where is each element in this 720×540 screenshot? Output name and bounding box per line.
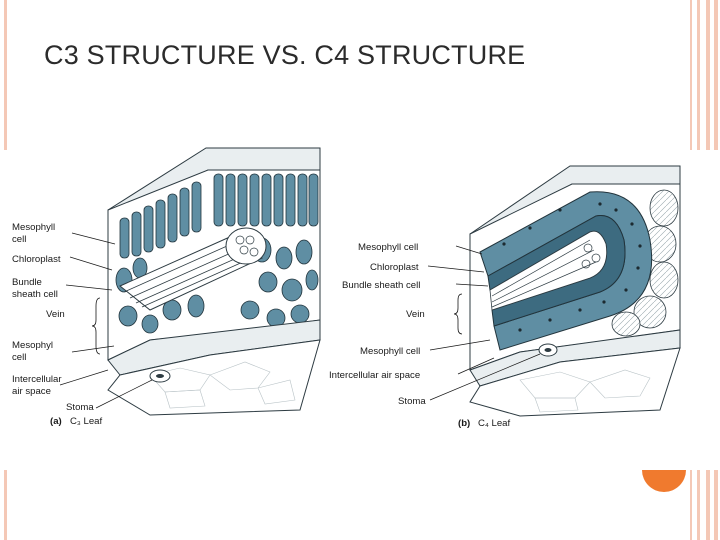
right-border-stripe-7 bbox=[706, 470, 710, 540]
c3-caption-text: C₃ Leaf bbox=[70, 416, 103, 427]
c3-label-mesophyll: Mesophyll bbox=[12, 222, 55, 233]
c3-caption-letter: (a) bbox=[50, 416, 62, 427]
c3-stoma bbox=[149, 369, 171, 383]
c4-floor-surface bbox=[469, 347, 681, 417]
c3-label-mesophyl: Mesophyl bbox=[12, 340, 53, 351]
c3-label-intercellular: Intercellular bbox=[12, 374, 62, 385]
c3-label-bundle: Bundle bbox=[12, 277, 42, 288]
c4-label-bundle-sheath: Bundle sheath cell bbox=[342, 280, 420, 291]
c4-floor-cells bbox=[519, 369, 651, 413]
accent-circle-mask bbox=[640, 430, 690, 470]
c4-label-vein: Vein bbox=[406, 309, 425, 320]
c3-label-vein: Vein bbox=[46, 309, 65, 320]
c4-vein bbox=[489, 230, 608, 311]
c4-label-mesophyll-2: Mesophyll cell bbox=[360, 346, 420, 357]
c3-label-sheath-cell: sheath cell bbox=[12, 289, 58, 300]
right-border-stripe-5 bbox=[690, 470, 692, 540]
c3-label-chloroplast: Chloroplast bbox=[12, 254, 61, 265]
c4-vein-bracket bbox=[453, 293, 463, 335]
right-border-stripe-4 bbox=[714, 0, 718, 150]
c4-label-mesophyll: Mesophyll cell bbox=[358, 242, 418, 253]
c3-label-stoma: Stoma bbox=[66, 402, 94, 413]
c4-caption-letter: (b) bbox=[458, 418, 470, 429]
c3-leaf-diagram: Mesophyll cell Chloroplast Bundle sheath… bbox=[12, 147, 321, 427]
c3-leader-lines bbox=[59, 232, 153, 409]
c3-vein bbox=[119, 227, 267, 311]
c3-label-mesophyll-cell: cell bbox=[12, 234, 26, 245]
right-border-stripe-2 bbox=[697, 0, 700, 150]
right-border-stripe-6 bbox=[697, 470, 700, 540]
c4-label-intercellular: Intercellular air space bbox=[329, 370, 420, 381]
c3-label-air-space: air space bbox=[12, 386, 51, 397]
c4-label-stoma: Stoma bbox=[398, 396, 426, 407]
c4-leader-lines bbox=[427, 245, 541, 401]
slide-title: C3 STRUCTURE VS. C4 STRUCTURE bbox=[44, 40, 526, 70]
c3-floor-cells bbox=[149, 361, 296, 409]
right-border-stripe-3 bbox=[706, 0, 710, 150]
c4-label-chloroplast: Chloroplast bbox=[370, 262, 419, 273]
c3-palisade-layer bbox=[119, 173, 319, 259]
left-border-stripe bbox=[4, 0, 7, 150]
c3-label-mesophyl-cell: cell bbox=[12, 352, 26, 363]
c4-leaf-diagram: Mesophyll cell Chloroplast Bundle sheath… bbox=[329, 165, 681, 429]
c4-caption-text: C₄ Leaf bbox=[478, 418, 511, 429]
c3-vein-bracket bbox=[91, 297, 101, 355]
c4-chloroplast-dots bbox=[502, 202, 642, 332]
right-border-stripe-8 bbox=[714, 470, 718, 540]
c4-epidermis-cells bbox=[611, 189, 679, 337]
c4-stoma bbox=[538, 343, 558, 357]
left-border-stripe-lower bbox=[4, 470, 7, 540]
c3-floor-surface bbox=[107, 339, 321, 416]
leaf-structure-figure: Mesophyll cell Chloroplast Bundle sheath… bbox=[12, 147, 681, 429]
c3-spongy-layer bbox=[115, 237, 319, 334]
right-border-stripe-1 bbox=[690, 0, 692, 150]
